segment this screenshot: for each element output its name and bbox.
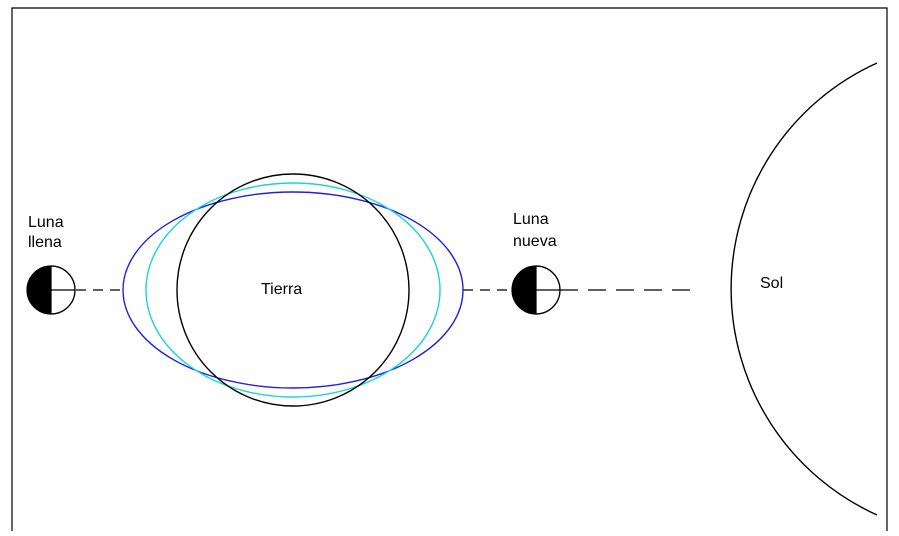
- full-moon-dark-half: [27, 266, 51, 314]
- sun-arc: [730, 62, 878, 516]
- full-moon: [26, 265, 76, 315]
- new-moon: [511, 265, 561, 315]
- sun-label: Sol: [760, 275, 783, 292]
- full-moon-label-line1: Luna: [28, 214, 64, 231]
- new-moon-label-line2: nueva: [513, 233, 557, 250]
- tidal-bulge-outer: [122, 191, 464, 389]
- full-moon-label-line2: llena: [28, 234, 62, 251]
- earth-label: Tierra: [261, 281, 302, 298]
- earth-circle: [176, 173, 410, 407]
- new-moon-dark-half: [512, 266, 536, 314]
- tidal-bulge-inner: [145, 182, 441, 398]
- frame-border: [11, 7, 888, 531]
- new-moon-label-line1: Luna: [513, 211, 549, 228]
